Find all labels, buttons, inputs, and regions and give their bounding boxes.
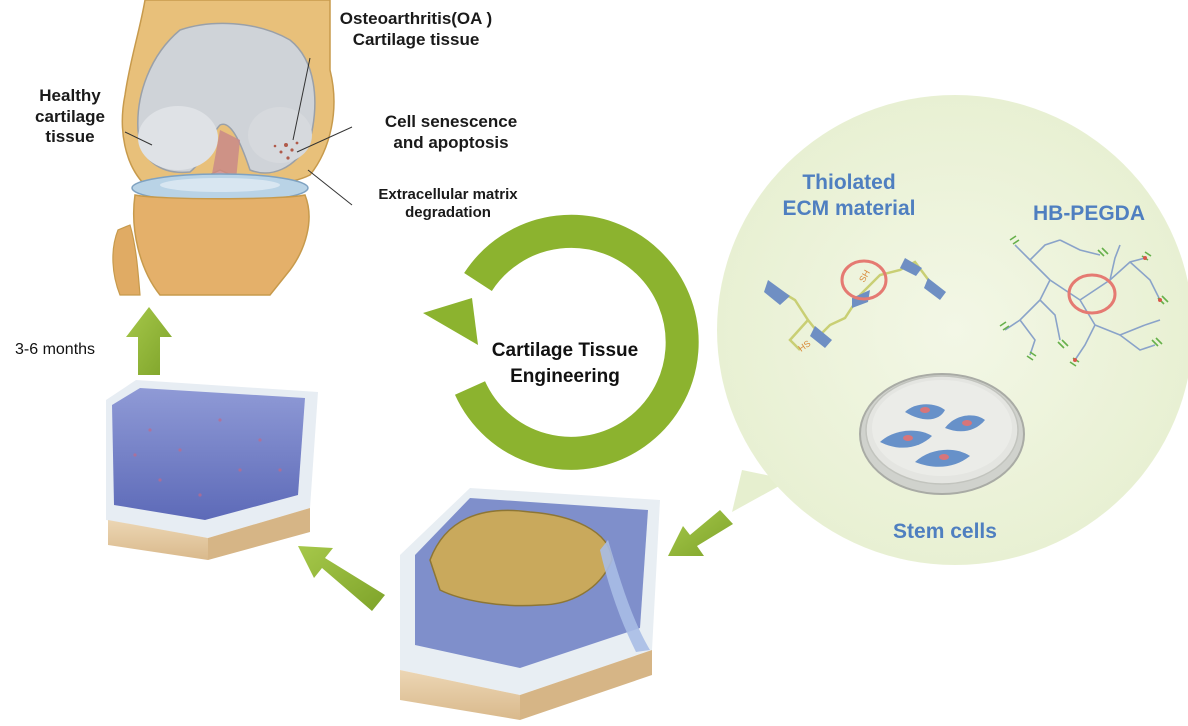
hb-pegda-end-groups [999,235,1169,367]
stem-cells-label: Stem cells [893,520,997,543]
cell-senescence-label: Cell senescence and apoptosis [384,112,518,152]
leader-oa [292,57,311,141]
highlight-circle-pegda [1067,273,1117,315]
bubble-body [717,95,1188,565]
cycle-arrow [423,214,699,470]
arrow-from-materials [668,510,733,556]
regenerated-cartilage-block [82,350,322,570]
thiolated-ecm-chain-illustration: HS SH [764,258,946,354]
knee-joint-illustration [110,0,335,296]
annotation-leaders [124,57,353,206]
hb-pegda-red-dots [1073,256,1162,362]
stem-cells-illustration [880,404,985,467]
petri-dish-illustration [859,373,1025,495]
healthy-cartilage-label: Healthy cartilage tissue [35,86,105,147]
leader-healthy [124,131,153,146]
leader-ecm [307,169,353,206]
cycle-center-label: Cartilage Tissue Engineering [491,340,639,387]
highlight-circle-sh [840,259,888,301]
ecm-degradation-label: Extracellular matrix degradation [378,186,518,222]
arrow-to-knee [126,307,172,375]
leader-senescence [296,126,353,153]
materials-bubble [717,95,1188,565]
hb-pegda-network-illustration [1004,239,1161,361]
duration-label: 3-6 months [15,341,96,358]
hb-pegda-label: HB-PEGDA [1032,202,1145,225]
oa-cartilage-label: Osteoarthritis(OA ) Cartilage tissue [339,9,493,49]
defect-cartilage-block [400,488,660,720]
thiolated-ecm-label: Thiolated ECM material [782,171,916,220]
cycle-arrow-head [423,298,478,345]
arrow-to-regenerated-block [298,546,385,611]
